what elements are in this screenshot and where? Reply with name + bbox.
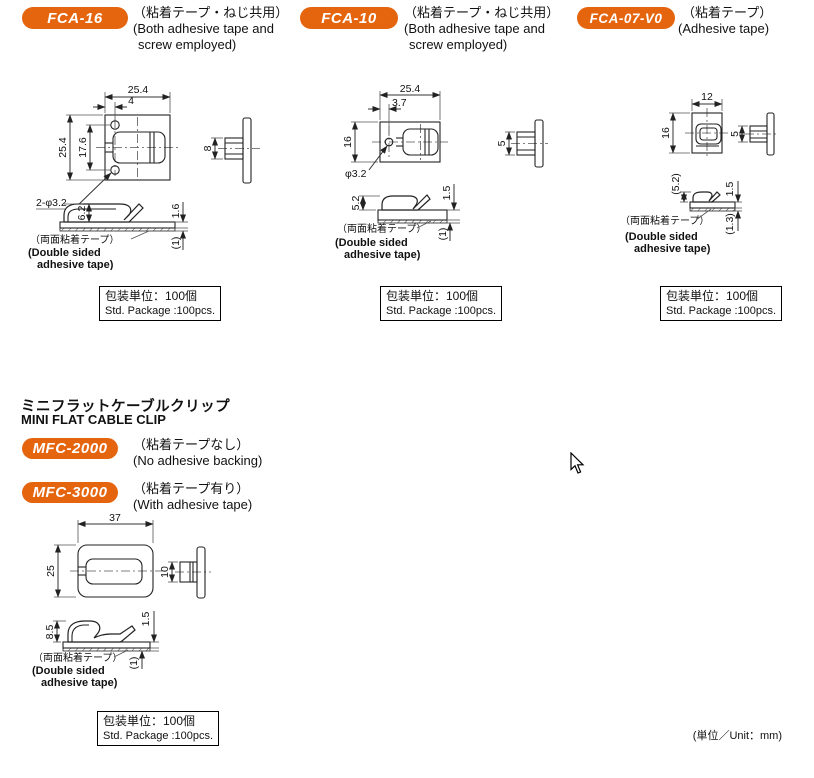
section-title-en: MINI FLAT CABLE CLIP [21, 412, 166, 427]
dim-tape-thickness: (1.3) [724, 213, 736, 235]
tape-label-en-2: adhesive tape) [37, 259, 114, 270]
dim-clip-height: 6.2 [76, 206, 88, 221]
fca-16-technical-drawing: 25.4 4 25.4 17.6 2-φ3.2 8 [28, 84, 260, 270]
dim-tape-thickness: (1) [170, 237, 182, 250]
dim-width: 25.4 [400, 83, 421, 95]
tape-label-en-1: (Double sided [28, 247, 101, 259]
dim-clip-height: 5.2 [350, 196, 362, 211]
desc-en-1: (Both adhesive tape and [404, 21, 545, 36]
dim-plate-thickness: 1.5 [140, 612, 152, 627]
cursor-icon [570, 452, 585, 474]
product-badge-mfc-2000: MFC-2000 [22, 438, 118, 459]
fca-10-technical-drawing: 25.4 3.7 16 φ3.2 5 5.2 [335, 83, 548, 261]
desc-en: (With adhesive tape) [133, 497, 253, 512]
tape-label-en-1: (Double sided [625, 231, 698, 243]
dim-tape-thickness: (1) [128, 657, 140, 670]
fca-07-v0-technical-drawing: 12 16 5 (5.2) 1.5 (1.3) （両面粘着テープ） [620, 91, 779, 255]
tape-label-en-2: adhesive tape) [41, 677, 118, 689]
dim-plate-thickness: 1.5 [441, 186, 453, 201]
dim-height: 16 [660, 127, 672, 139]
dim-side: 5 [496, 140, 508, 146]
tape-label-jp: （両面粘着テープ） [33, 651, 122, 664]
product-badge-fca-16: FCA-16 [22, 7, 128, 29]
package-qty-jp: 包装単位：100個 [105, 289, 198, 303]
package-qty-jp: 包装単位：100個 [386, 289, 479, 303]
dim-clip-height: 8.5 [44, 625, 56, 640]
dim-width: 12 [701, 91, 713, 103]
dim-clip-height: (5.2) [670, 173, 682, 195]
dim-side: 10 [159, 566, 171, 578]
dim-side: 8 [202, 145, 214, 151]
dim-plate-thickness: 1.6 [170, 204, 182, 219]
tape-label-jp: （両面粘着テープ） [30, 233, 119, 246]
unit-note: (単位／Unit：mm) [692, 730, 782, 742]
section-title-jp: ミニフラットケーブルクリップ [21, 399, 231, 415]
dim-width: 37 [109, 512, 121, 524]
desc-en-1: (Both adhesive tape and [133, 21, 274, 36]
package-qty-en: Std. Package :100pcs. [386, 305, 497, 317]
package-info-fca-07-v0: 包装単位：100個 Std. Package :100pcs. [660, 286, 783, 321]
desc-jp: （粘着テープなし） [133, 437, 250, 452]
product-desc-mfc-2000: （粘着テープなし） (No adhesive backing) [133, 437, 262, 469]
product-desc-fca-16: （粘着テープ・ねじ共用） (Both adhesive tape and scr… [133, 5, 288, 53]
product-badge-fca-10: FCA-10 [300, 7, 398, 29]
package-qty-en: Std. Package :100pcs. [105, 305, 216, 317]
desc-en-2: screw employed) [138, 37, 237, 52]
package-qty-jp: 包装単位：100個 [103, 714, 196, 728]
package-info-fca-16: 包装単位：100個 Std. Package :100pcs. [99, 286, 222, 321]
dim-hole-offset: 4 [128, 95, 134, 107]
dim-height: 25 [45, 565, 57, 577]
tape-label-en-1: (Double sided [32, 665, 105, 677]
dim-hole: φ3.2 [345, 168, 367, 180]
product-desc-fca-07-v0: （粘着テープ） (Adhesive tape) [678, 5, 773, 37]
desc-jp: （粘着テープ） [682, 5, 773, 20]
dim-hole-offset: 3.7 [392, 97, 407, 109]
package-info-mfc: 包装単位：100個 Std. Package :100pcs. [97, 711, 220, 746]
desc-jp: （粘着テープ・ねじ共用） [404, 5, 560, 20]
tape-label-jp: （両面粘着テープ） [620, 214, 709, 227]
desc-en: (No adhesive backing) [133, 453, 263, 468]
desc-en-1: (Adhesive tape) [678, 21, 770, 36]
package-qty-en: Std. Package :100pcs. [666, 305, 777, 317]
dim-hole-pitch: 17.6 [77, 137, 89, 158]
dim-plate-thickness: 1.5 [724, 182, 736, 197]
product-badge-mfc-3000: MFC-3000 [22, 482, 118, 503]
mfc-technical-drawing: 37 25 10 8.5 1.5 (1) （両面粘着テープ） [32, 512, 211, 689]
desc-jp: （粘着テープ有り） [133, 481, 250, 496]
product-badge-fca-07-v0: FCA-07-V0 [577, 7, 675, 29]
desc-jp: （粘着テープ・ねじ共用） [133, 5, 289, 20]
package-qty-jp: 包装単位：100個 [666, 289, 759, 303]
tape-label-en-2: adhesive tape) [634, 243, 711, 255]
dim-height: 25.4 [57, 137, 69, 158]
dim-holes: 2-φ3.2 [36, 197, 67, 209]
tape-label-en-2: adhesive tape) [344, 249, 421, 261]
product-desc-fca-10: （粘着テープ・ねじ共用） (Both adhesive tape and scr… [404, 5, 559, 53]
tape-label-jp: （両面粘着テープ） [337, 222, 426, 235]
tape-label-en-1: (Double sided [335, 237, 408, 249]
desc-en-2: screw employed) [409, 37, 508, 52]
dim-height: 16 [342, 136, 354, 148]
dim-tape-thickness: (1) [437, 228, 449, 241]
product-desc-mfc-3000: （粘着テープ有り） (With adhesive tape) [133, 481, 252, 513]
package-info-fca-10: 包装単位：100個 Std. Package :100pcs. [380, 286, 503, 321]
dim-side: 5 [729, 131, 741, 137]
dim-width: 25.4 [128, 84, 149, 96]
package-qty-en: Std. Package :100pcs. [103, 730, 214, 742]
